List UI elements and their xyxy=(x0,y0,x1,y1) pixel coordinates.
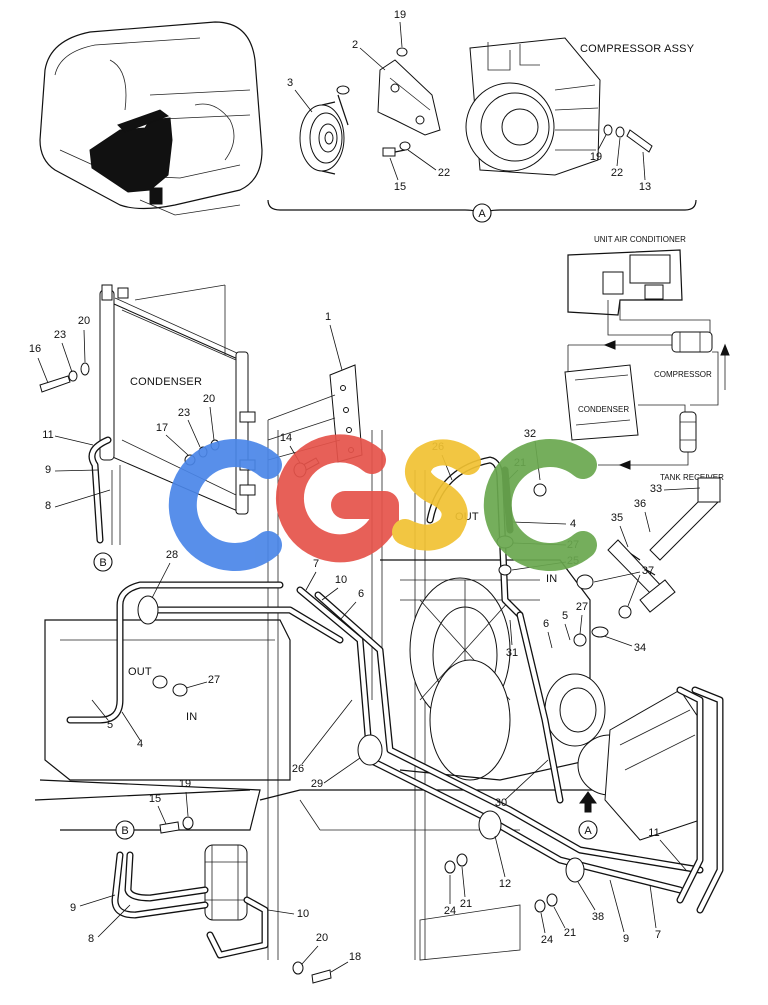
callout-31: 31 xyxy=(506,647,518,659)
cgsc-watermark xyxy=(168,434,597,571)
callout-7: 7 xyxy=(313,558,319,570)
callout-21c: 21 xyxy=(564,927,576,939)
callout-10: 10 xyxy=(335,574,347,586)
top-callouts: 19 2 3 15 22 19 22 13 xyxy=(287,9,651,193)
callout-7b: 7 xyxy=(655,929,661,941)
callout-23b: 23 xyxy=(178,407,190,419)
callout-8b: 8 xyxy=(88,933,94,945)
callout-22: 22 xyxy=(438,167,450,179)
callout-16: 16 xyxy=(29,343,41,355)
watermark-s-yellow xyxy=(392,439,481,551)
callout-38: 38 xyxy=(592,911,604,923)
label-in-upper: IN xyxy=(546,573,557,585)
callout-28: 28 xyxy=(166,549,178,561)
view-ref-b-lower: B xyxy=(121,825,128,837)
callout-15: 15 xyxy=(394,181,406,193)
callout-18: 18 xyxy=(349,951,361,963)
lower-callouts: 15 19 9 8 10 20 18 12 24 21 24 21 38 9 7… xyxy=(70,778,687,973)
label-condenser-small: CONDENSER xyxy=(578,405,629,414)
callout-9c: 9 xyxy=(623,933,629,945)
callout-29: 29 xyxy=(311,778,323,790)
callout-20: 20 xyxy=(78,315,90,327)
callout-9: 9 xyxy=(45,464,51,476)
view-ref-a-lower: A xyxy=(584,825,592,837)
callout-13: 13 xyxy=(639,181,651,193)
callout-22b: 22 xyxy=(611,167,623,179)
callout-8: 8 xyxy=(45,500,51,512)
watermark-c-blue xyxy=(168,439,282,571)
watermark-g-red xyxy=(275,434,399,563)
callout-27b: 27 xyxy=(576,601,588,613)
callout-19: 19 xyxy=(394,9,406,21)
machine-overview xyxy=(39,21,263,216)
callout-4: 4 xyxy=(570,518,576,530)
label-compressor: COMPRESSOR xyxy=(654,370,712,379)
callout-11: 11 xyxy=(42,429,53,441)
view-ref-b-left: B xyxy=(99,557,106,569)
callout-24b: 24 xyxy=(541,934,553,946)
callout-3: 3 xyxy=(287,77,293,89)
callout-36: 36 xyxy=(634,498,646,510)
callout-15b: 15 xyxy=(149,793,161,805)
callout-6: 6 xyxy=(543,618,549,630)
callout-32: 32 xyxy=(524,428,536,440)
callout-37: 37 xyxy=(642,565,654,577)
callout-5b: 5 xyxy=(107,719,113,731)
label-tank-receiver: TANK RECEIVER xyxy=(660,473,724,482)
condenser-callouts: 1 16 23 20 11 9 8 17 23 20 14 xyxy=(29,311,343,512)
callout-5: 5 xyxy=(562,610,568,622)
callout-30: 30 xyxy=(495,797,507,809)
callout-9b: 9 xyxy=(70,902,76,914)
callout-26b: 26 xyxy=(292,763,304,775)
callout-17: 17 xyxy=(156,422,168,434)
callout-19b: 19 xyxy=(590,151,602,163)
callout-23: 23 xyxy=(54,329,66,341)
label-compressor-assy: COMPRESSOR ASSY xyxy=(580,43,695,55)
callout-10b: 10 xyxy=(297,908,309,920)
callout-20c: 20 xyxy=(316,932,328,944)
callout-11b: 11 xyxy=(648,827,659,839)
label-unit-air-conditioner: UNIT AIR CONDITIONER xyxy=(594,235,686,244)
compressor-assy-detail: A COMPRESSOR ASSY xyxy=(267,37,697,223)
ac-flow-schematic: UNIT AIR CONDITIONER COMPRESSOR CONDENSE… xyxy=(564,235,730,482)
callout-34: 34 xyxy=(634,642,646,654)
callout-14: 14 xyxy=(280,432,292,444)
callout-24: 24 xyxy=(444,905,456,917)
label-condenser: CONDENSER xyxy=(130,376,202,388)
callout-20b: 20 xyxy=(203,393,215,405)
callout-12: 12 xyxy=(499,878,511,890)
callout-4b: 4 xyxy=(137,738,143,750)
callout-35: 35 xyxy=(611,512,623,524)
label-in-lower: IN xyxy=(186,711,197,723)
callout-6b: 6 xyxy=(358,588,364,600)
callout-19c: 19 xyxy=(179,778,191,790)
callout-27c: 27 xyxy=(208,674,220,686)
label-out-lower: OUT xyxy=(128,666,152,678)
callout-2: 2 xyxy=(352,39,358,51)
watermark-c-green xyxy=(483,439,597,571)
view-ref-a-top: A xyxy=(478,208,486,220)
callout-21b: 21 xyxy=(460,898,472,910)
callout-33: 33 xyxy=(650,483,662,495)
callout-1: 1 xyxy=(325,311,331,323)
